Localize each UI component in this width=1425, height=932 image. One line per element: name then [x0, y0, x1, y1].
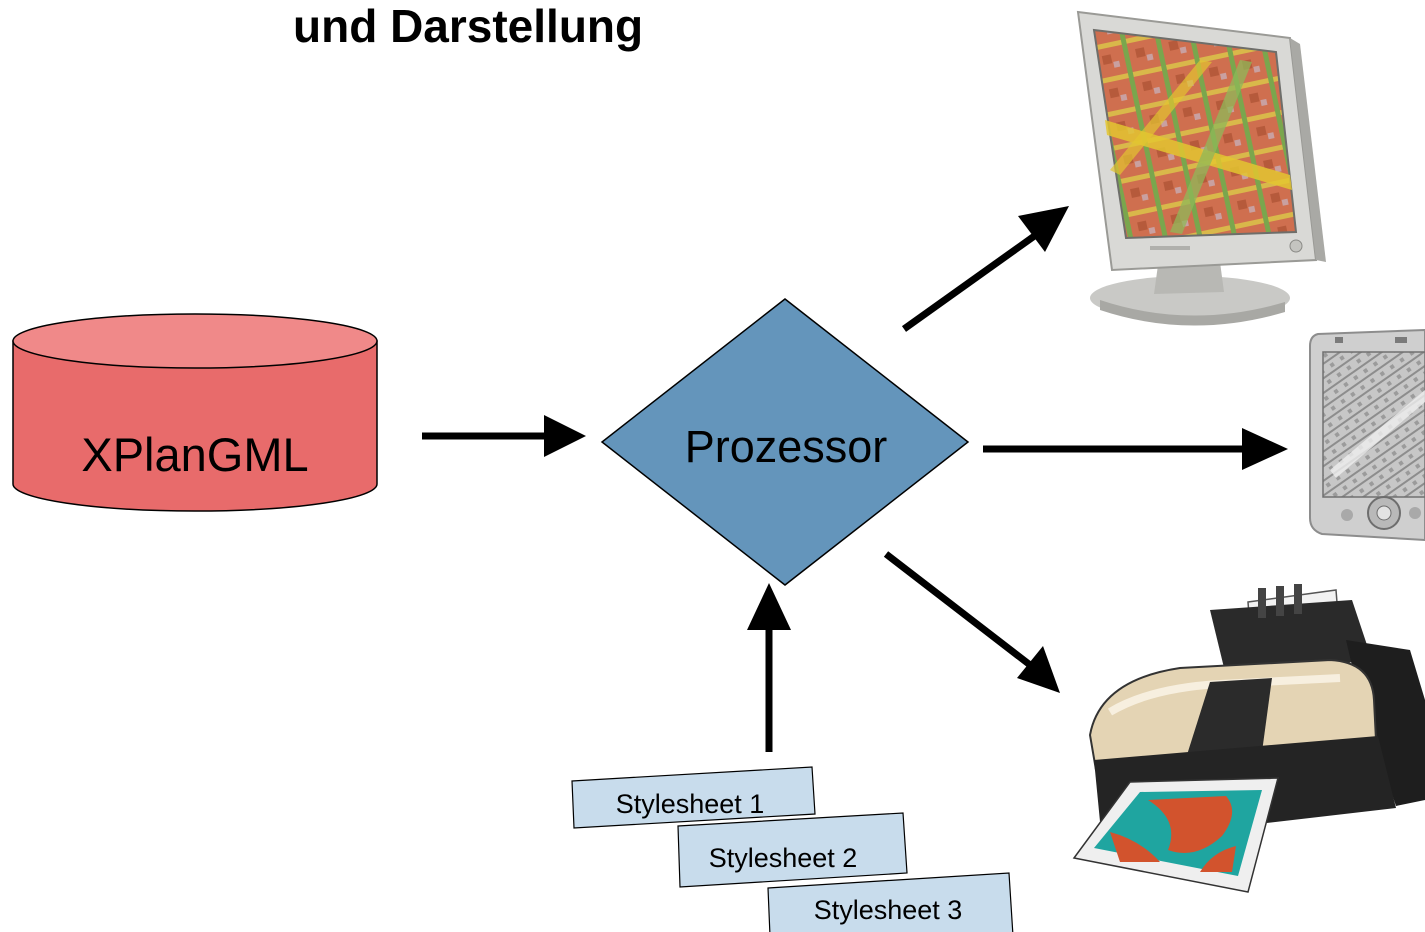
pda-icon	[1309, 328, 1425, 542]
arrow-processor-to-printer	[883, 551, 1060, 693]
stylesheet-3-label: Stylesheet 3	[814, 895, 963, 925]
stylesheet-1: Stylesheet 1	[571, 766, 816, 829]
database-top	[12, 313, 378, 369]
arrow-processor-to-monitor	[901, 206, 1069, 332]
processor-diamond: Prozessor	[600, 298, 970, 586]
stylesheet-2: Stylesheet 2	[677, 812, 908, 888]
arrow-processor-to-pda	[983, 428, 1288, 470]
stylesheet-2-label: Stylesheet 2	[709, 843, 858, 873]
stylesheet-1-label: Stylesheet 1	[616, 789, 765, 819]
database-label: XPlanGML	[81, 428, 308, 481]
printer-icon	[1072, 584, 1425, 893]
arrow-stylesheets-to-processor	[747, 583, 791, 752]
database-body	[12, 340, 378, 512]
stylesheet-3: Stylesheet 3	[767, 872, 1014, 932]
processor-label: Prozessor	[685, 421, 888, 472]
diagram-title: und Darstellung	[293, 0, 644, 52]
arrow-source-to-processor	[422, 415, 586, 457]
monitor-icon	[1076, 10, 1326, 326]
xplangml-database: XPlanGML	[12, 313, 378, 512]
